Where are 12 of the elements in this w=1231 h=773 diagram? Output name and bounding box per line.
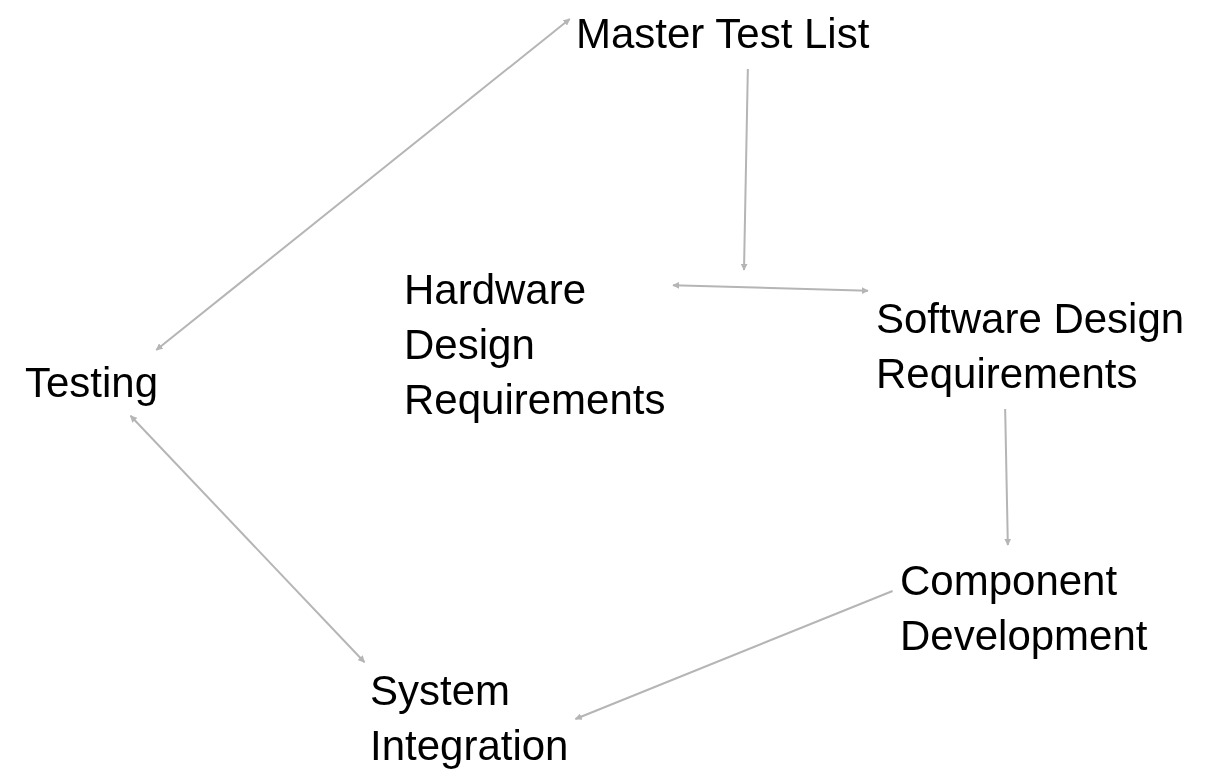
arrow [672,281,869,295]
arrow [740,68,749,271]
node-label: System Integration [370,663,569,773]
arrow [1004,408,1012,546]
node-label: Software Design Requirements [876,291,1226,401]
node-label: Component Development [900,553,1148,663]
node-label: Hardware Design Requirements [404,262,666,427]
node-label: Testing [25,355,159,410]
arrow [155,18,571,351]
arrow [129,414,366,664]
arrow [574,590,894,720]
node-label: Master Test List [576,6,870,61]
